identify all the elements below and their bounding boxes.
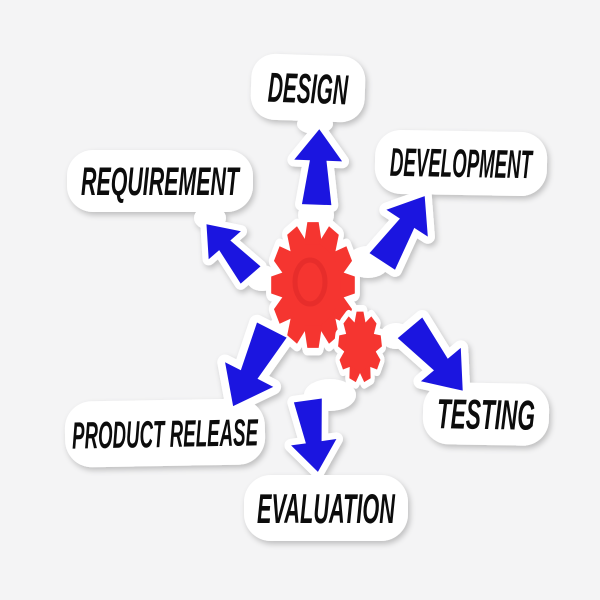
- evaluation-label: EVALUATION: [257, 485, 396, 532]
- requirement-label: REQUIREMENT: [81, 160, 241, 204]
- gears-icon: [271, 222, 382, 383]
- requirement-bubble: [67, 150, 253, 212]
- product-release-label: PRODUCT RELEASE: [72, 412, 260, 457]
- design-bubble: [250, 53, 366, 123]
- evaluation-bubble: [244, 475, 408, 541]
- testing-label: TESTING: [437, 390, 536, 439]
- development-bubble: [374, 129, 548, 197]
- testing-bubble: [422, 382, 550, 446]
- large-gear-hub: [292, 257, 328, 307]
- design-label: DESIGN: [267, 64, 349, 114]
- development-label: DEVELOPMENT: [390, 141, 534, 188]
- product-release-bubble: [64, 398, 266, 468]
- sticker-white-outline-layer: [64, 53, 550, 541]
